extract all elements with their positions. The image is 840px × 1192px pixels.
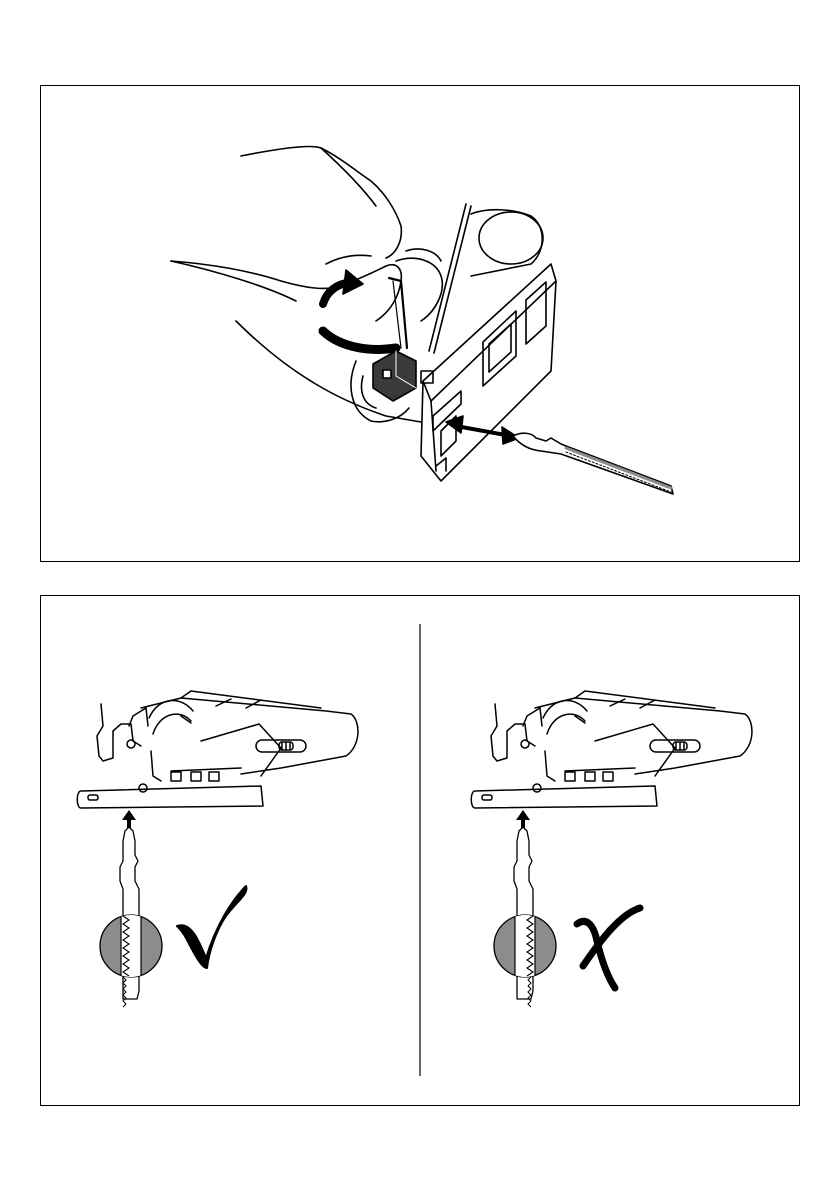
allen-key xyxy=(389,278,407,348)
rear-handle xyxy=(471,210,542,276)
magnifier-correct xyxy=(100,914,162,978)
blade-clamp-block xyxy=(373,351,416,401)
hand-upper xyxy=(241,146,401,258)
jigsaw-side-view xyxy=(471,691,752,808)
blade-install-illustration xyxy=(41,86,801,563)
rotation-arrow-icon xyxy=(323,331,396,349)
blade-orientation-illustration xyxy=(41,596,801,1107)
jigsaw-side-view xyxy=(77,691,358,808)
jigsaw-blade xyxy=(513,433,673,494)
figure-blade-install xyxy=(40,85,800,562)
figure-blade-orientation xyxy=(40,595,800,1106)
check-mark-icon xyxy=(177,886,246,968)
correct-orientation xyxy=(77,691,358,1007)
magnifier-incorrect xyxy=(494,914,556,978)
cross-mark-icon xyxy=(577,908,640,988)
incorrect-orientation xyxy=(471,691,752,1007)
